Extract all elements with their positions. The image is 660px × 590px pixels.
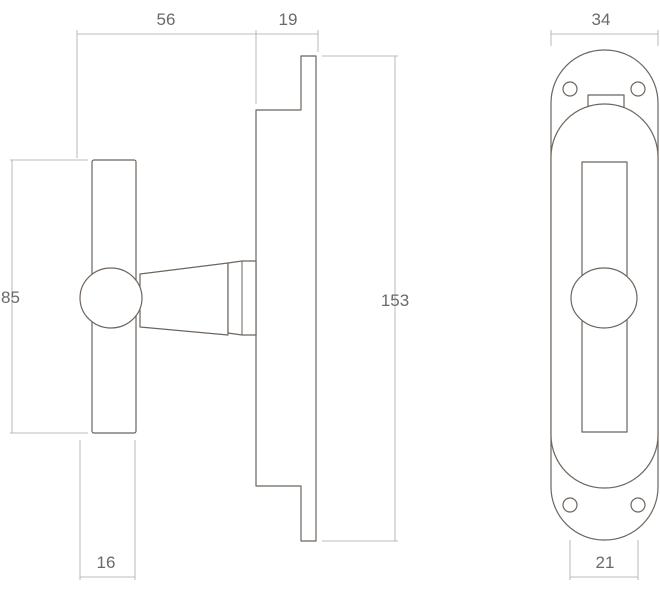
dim-plate-width: 34 <box>592 10 611 29</box>
dim-handle-depth: 56 <box>157 10 176 29</box>
side-backplate <box>255 55 317 542</box>
dim-handle-length: 85 <box>1 288 20 307</box>
front-screw-hole-bottom-left <box>562 497 578 513</box>
dim-hole-spacing: 21 <box>596 553 615 572</box>
dim-grip-width: 16 <box>97 553 116 572</box>
dim-plate-height: 153 <box>381 291 409 310</box>
front-screw-hole-top-left <box>562 81 578 97</box>
side-neck <box>139 262 229 336</box>
side-view <box>79 55 317 542</box>
side-handle-knob <box>79 267 143 329</box>
front-handle-knob <box>570 267 638 329</box>
front-view <box>550 49 659 541</box>
dimensions <box>10 30 659 580</box>
front-screw-hole-top-right <box>630 81 646 97</box>
front-screw-hole-bottom-right <box>630 497 646 513</box>
dim-plate-depth: 19 <box>279 10 298 29</box>
